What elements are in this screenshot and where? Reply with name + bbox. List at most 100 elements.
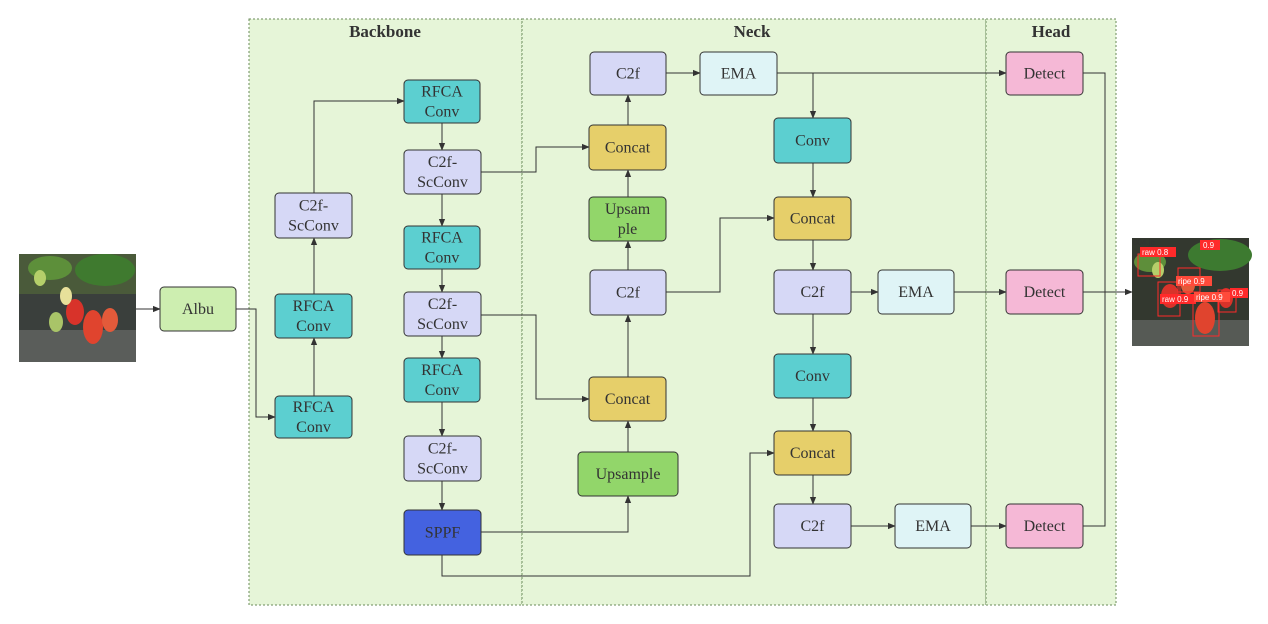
neck-concat-2: Concat — [588, 376, 667, 422]
neck-concat-2-box — [588, 376, 667, 422]
sppf-block: SPPF — [403, 509, 482, 556]
backbone-c2f-scconv-1-label: C2f-ScConv — [417, 154, 468, 191]
neck-concat-3-label: Concat — [790, 211, 836, 228]
neck-c2f-mid-label: C2f — [616, 285, 641, 302]
neck-c2f-top-label: C2f — [616, 66, 641, 83]
neck-c2f-r1: C2f — [773, 269, 852, 315]
neck-c2f-r1-box — [773, 269, 852, 315]
output-label-3: raw 0.9 — [1162, 295, 1189, 304]
head-detect-2-box — [1005, 269, 1084, 315]
backbone-c2f-scconv-0: C2f-ScConv — [274, 192, 353, 239]
backbone-c2f-scconv-2: C2f-ScConv — [403, 291, 482, 337]
neck-concat-4-box — [773, 430, 852, 476]
neck-c2f-mid: C2f — [589, 269, 667, 316]
albu-block: Albu — [159, 286, 237, 332]
output-label-5: 0.9 — [1203, 241, 1215, 250]
neck-title: Neck — [734, 22, 771, 41]
neck-c2f-mid-box — [589, 269, 667, 316]
albu-block-box — [159, 286, 237, 332]
head-detect-1-label: Detect — [1024, 66, 1066, 83]
neck-conv-2-label: Conv — [795, 368, 830, 385]
backbone-c2f-scconv-3: C2f-ScConv — [403, 435, 482, 482]
backbone-c2f-scconv-3-label: C2f-ScConv — [417, 441, 468, 478]
output-image: 004.jp raw 0.8 ripe 0.9 raw 0.9 ripe 0.9… — [1132, 238, 1252, 346]
output-label-6: 0.9 — [1232, 289, 1244, 298]
head-detect-3-box — [1005, 503, 1084, 549]
neck-conv-1: Conv — [773, 117, 852, 164]
neck-concat-4-label: Concat — [790, 445, 836, 462]
backbone-c2f-scconv-3-box — [403, 435, 482, 482]
backbone-rfca-conv-low-box — [403, 357, 481, 403]
output-label-filename: 004.jp — [1133, 238, 1155, 247]
neck-upsample-2: Upsample — [577, 451, 679, 497]
neck-ema-r2-label: EMA — [915, 518, 951, 535]
neck-ema-top-box — [699, 51, 778, 96]
input-image — [19, 254, 136, 362]
neck-ema-top-label: EMA — [721, 66, 757, 83]
neck-c2f-r2: C2f — [773, 503, 852, 549]
neck-concat-1-box — [588, 124, 667, 171]
head-title: Head — [1032, 22, 1071, 41]
neck-c2f-r2-label: C2f — [801, 518, 826, 535]
head-detect-1: Detect — [1005, 51, 1084, 96]
output-label-4: ripe 0.9 — [1196, 293, 1223, 302]
neck-concat-4: Concat — [773, 430, 852, 476]
backbone-title: Backbone — [349, 22, 421, 41]
sppf-block-box — [403, 509, 482, 556]
backbone-c2f-scconv-0-box — [274, 192, 353, 239]
head-detect-2-label: Detect — [1024, 284, 1066, 301]
neck-concat-3-box — [773, 196, 852, 241]
neck-ema-r1: EMA — [877, 269, 955, 315]
neck-ema-r1-label: EMA — [898, 284, 934, 301]
neck-ema-r2: EMA — [894, 503, 972, 549]
backbone-c2f-scconv-2-label: C2f-ScConv — [417, 296, 468, 333]
neck-conv-2: Conv — [773, 353, 852, 399]
output-label-1: raw 0.8 — [1142, 248, 1169, 257]
head-detect-2: Detect — [1005, 269, 1084, 315]
neck-ema-r2-box — [894, 503, 972, 549]
backbone-c2f-scconv-0-label: C2f-ScConv — [288, 198, 339, 235]
neck-c2f-r1-label: C2f — [801, 284, 826, 301]
neck-ema-r1-box — [877, 269, 955, 315]
backbone-rfca-conv-3-box — [274, 293, 353, 339]
neck-c2f-top-box — [589, 51, 667, 96]
backbone-rfca-conv-top-box — [403, 79, 481, 124]
albu-block-label: Albu — [182, 301, 214, 318]
head-detect-1-box — [1005, 51, 1084, 96]
backbone-c2f-scconv-2-box — [403, 291, 482, 337]
head-detect-3-label: Detect — [1024, 518, 1066, 535]
neck-ema-top: EMA — [699, 51, 778, 96]
neck-concat-3: Concat — [773, 196, 852, 241]
output-label-2: ripe 0.9 — [1178, 277, 1205, 286]
neck-conv-2-box — [773, 353, 852, 399]
neck-upsample-1-box — [588, 196, 667, 242]
backbone-c2f-scconv-1-box — [403, 149, 482, 195]
neck-upsample-2-label: Upsample — [596, 466, 661, 483]
head-detect-3: Detect — [1005, 503, 1084, 549]
backbone-rfca-conv-mid-box — [403, 225, 481, 270]
neck-c2f-top: C2f — [589, 51, 667, 96]
neck-conv-1-label: Conv — [795, 133, 830, 150]
neck-conv-1-box — [773, 117, 852, 164]
neck-concat-1: Concat — [588, 124, 667, 171]
sppf-block-label: SPPF — [425, 525, 461, 542]
backbone-c2f-scconv-1: C2f-ScConv — [403, 149, 482, 195]
backbone-rfca-conv-4-box — [274, 395, 353, 439]
neck-c2f-r2-box — [773, 503, 852, 549]
neck-concat-2-label: Concat — [605, 391, 651, 408]
neck-upsample-2-box — [577, 451, 679, 497]
